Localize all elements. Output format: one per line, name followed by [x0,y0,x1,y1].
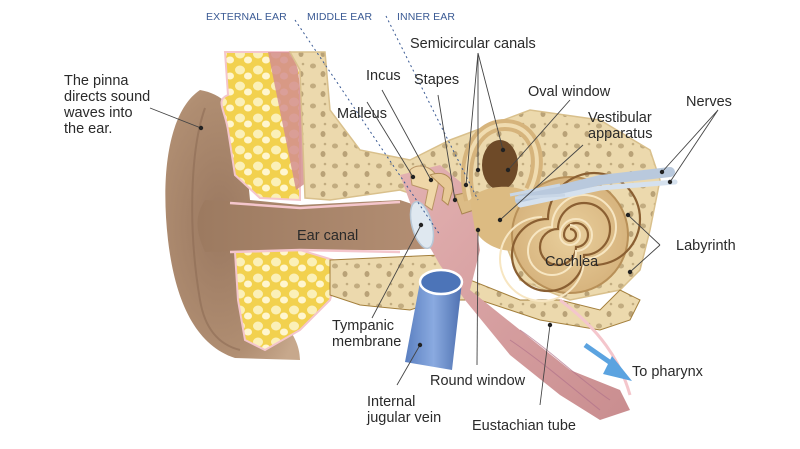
muscle-layer [268,52,310,190]
label-cochlea: Cochlea [545,254,599,270]
label-malleus: Malleus [337,106,387,122]
label-semicircular-canals: Semicircular canals [410,36,536,52]
external-middle-divider [294,19,441,236]
region-middle-ear: MIDDLE EAR [307,11,373,23]
nerves [509,167,678,208]
label-incus: Incus [366,68,401,84]
label-eustachian-tube: Eustachian tube [472,418,576,434]
fat-tissue-lower [233,248,342,352]
label-ear-canal: Ear canal [297,228,359,244]
label-labyrinth: Labyrinth [676,238,736,254]
label-nerves: Nerves [686,94,732,110]
label-pinna: The pinna directs sound waves into the e… [64,73,151,137]
label-round-window: Round window [430,373,526,389]
leader-lines [149,52,719,406]
label-stapes: Stapes [414,72,460,88]
lower-bone [329,254,641,331]
label-to-pharynx: To pharynx [632,364,703,380]
pharynx-arrow [583,342,632,381]
ear-canal [197,200,440,252]
leader-dots [198,125,673,348]
label-internal-jugular-vein: Internal jugular vein [367,394,442,426]
middle-inner-divider [385,15,479,201]
middle-ear-cavity [400,165,630,420]
label-oval-window: Oval window [528,84,611,100]
label-vestibular-apparatus: Vestibular apparatus [588,110,653,142]
label-tympanic-membrane: Tympanic membrane [332,318,402,350]
region-inner-ear: INNER EAR [397,11,456,23]
region-external-ear: EXTERNAL EAR [206,11,287,23]
